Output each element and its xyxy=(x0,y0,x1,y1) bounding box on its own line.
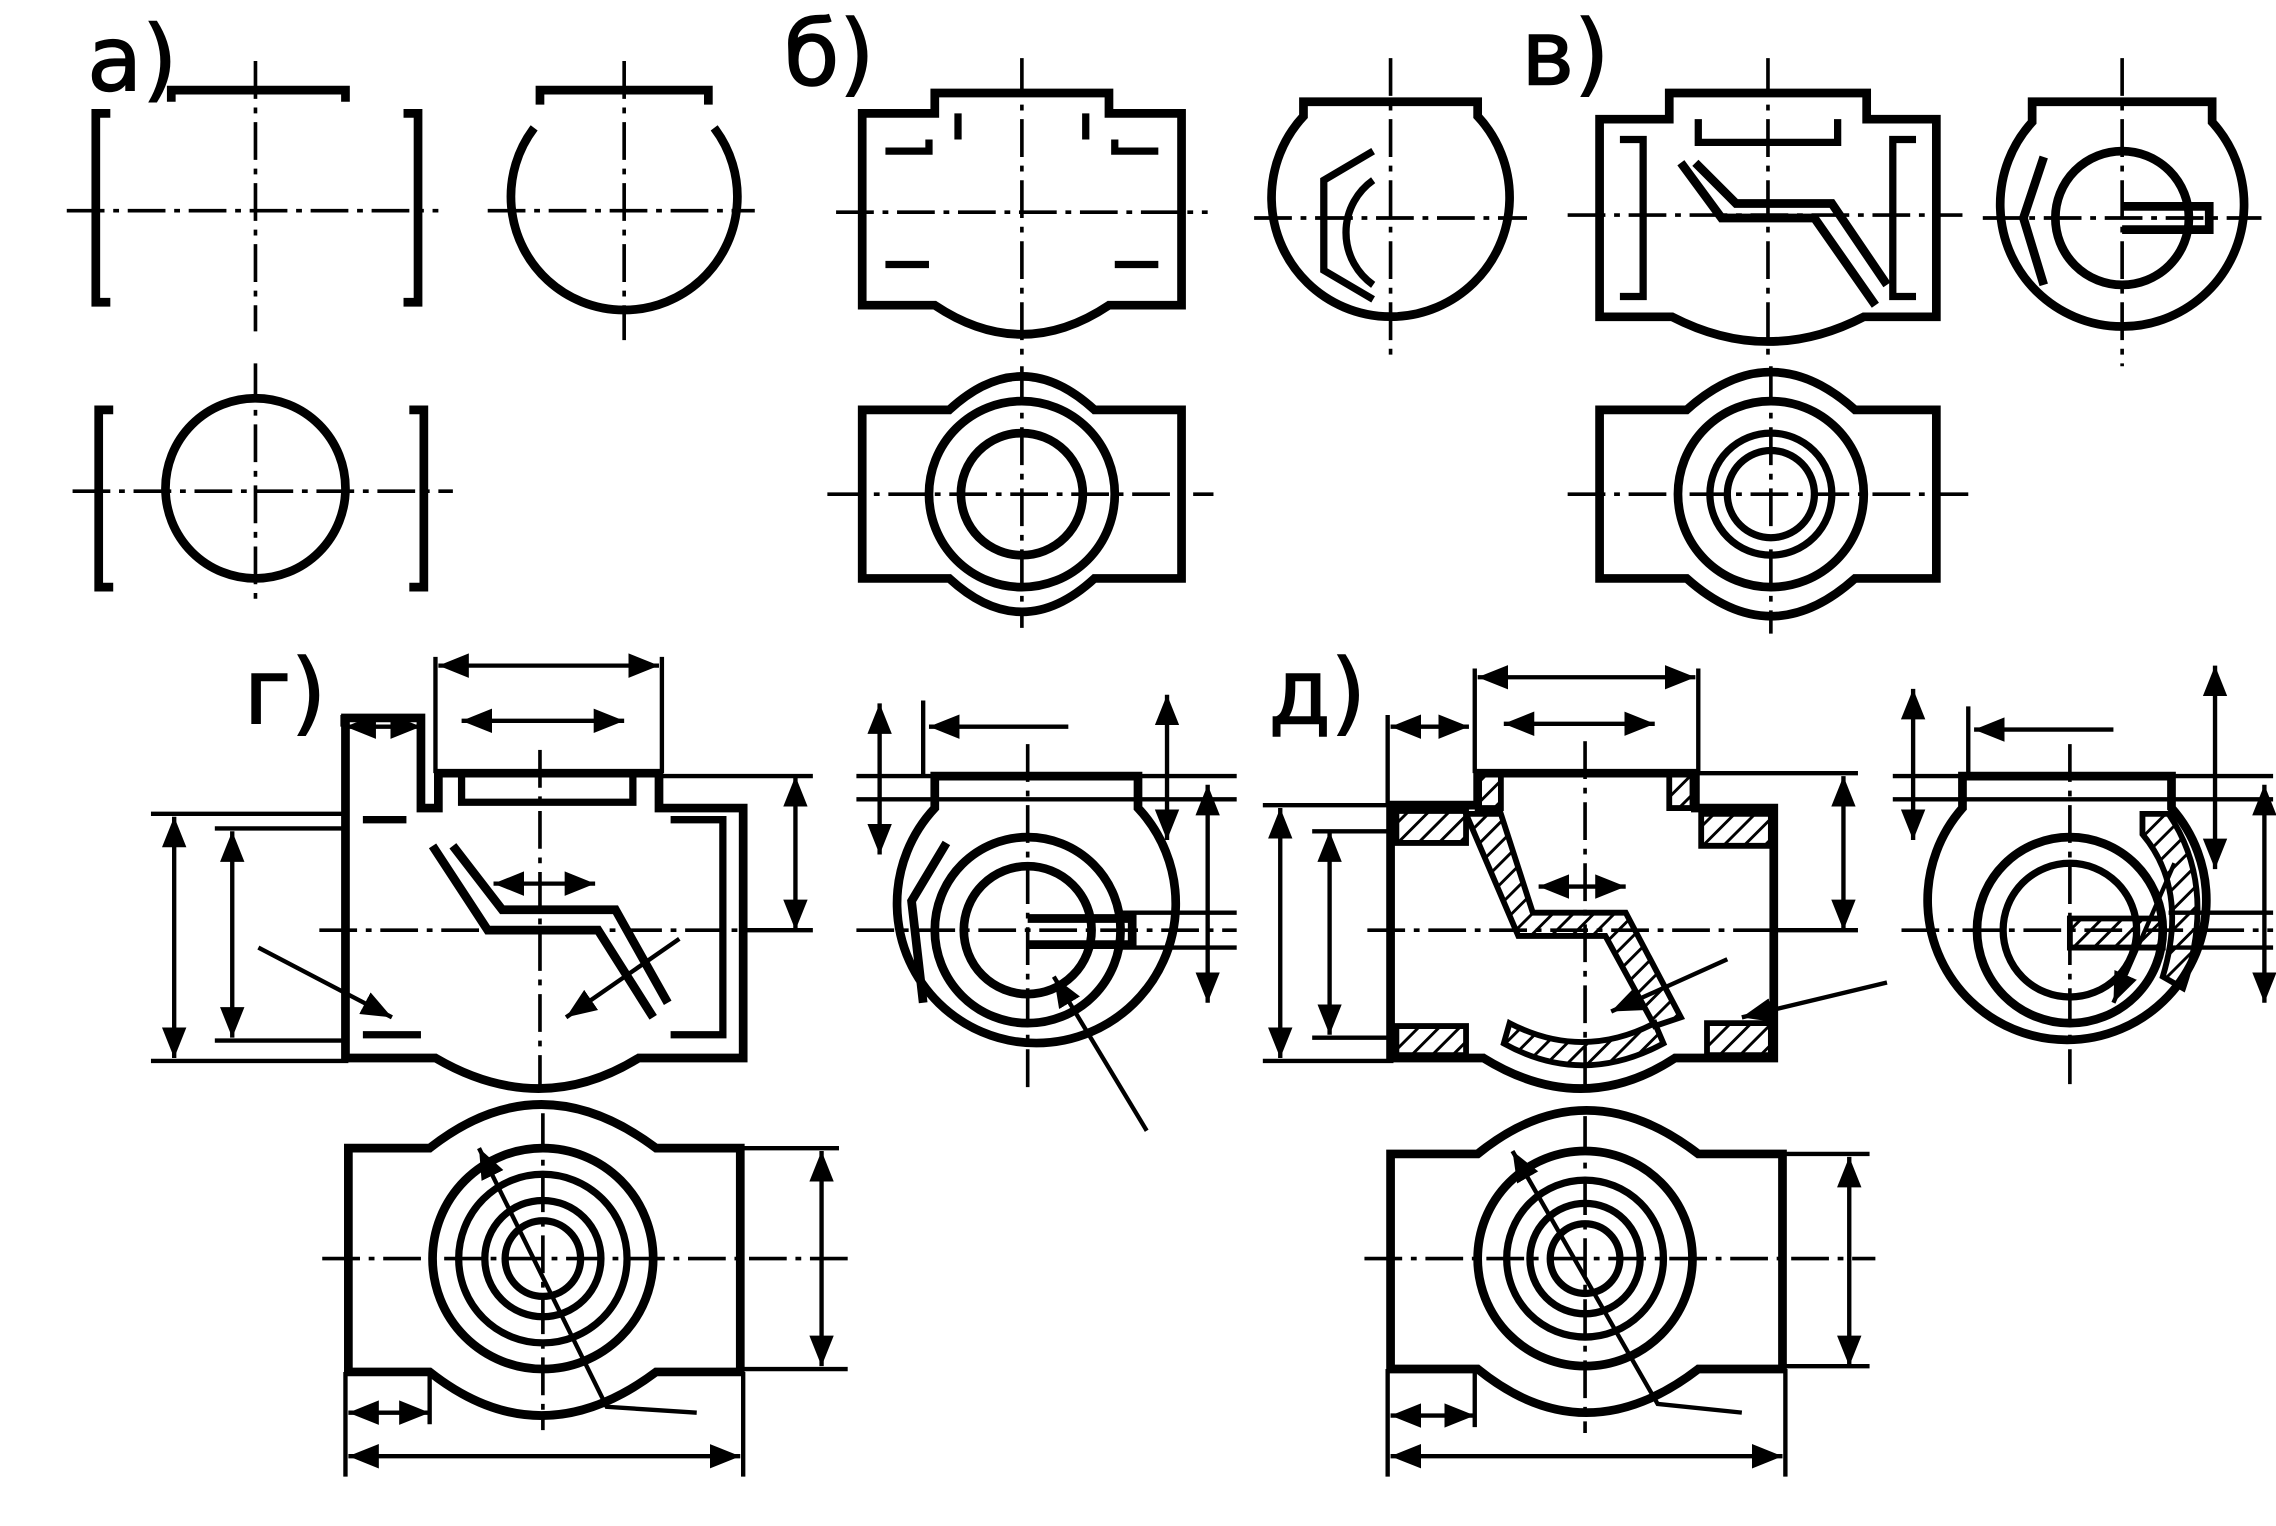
stage-d-extension-lines xyxy=(1262,668,1858,1064)
stage-d-front-flap xyxy=(1461,810,1686,1030)
stage-v-front-body xyxy=(1595,88,1941,346)
stage-a-front-top-bar xyxy=(166,85,350,102)
stage-g-leader-2 xyxy=(564,937,681,1020)
stage-g-side-leader xyxy=(1051,975,1149,1132)
stage-d-side-leader xyxy=(2111,862,2177,1004)
stage-g-label: г) xyxy=(244,641,326,746)
stage-v: в) xyxy=(1520,1,2262,634)
stage-g-extension-lines xyxy=(150,656,813,1064)
stage-b-front-inner xyxy=(885,113,1159,269)
stage-v-top-body xyxy=(1595,367,1941,621)
stage-b-front-body xyxy=(857,88,1186,339)
stage-v-front-flap xyxy=(1677,159,1891,308)
stage-d-label: д) xyxy=(1269,641,1366,746)
stage-b-side-inner xyxy=(1320,148,1376,303)
stage-a-top-bracket-left xyxy=(94,405,114,592)
stage-d-side-dimensions xyxy=(1892,665,2276,1004)
stage-g-top-extension-lines xyxy=(343,1145,848,1477)
stage-g-side-body xyxy=(892,771,1181,1048)
stage-a-label: а) xyxy=(87,7,177,112)
stage-a-front-bracket-right xyxy=(403,109,423,307)
stage-b: б) xyxy=(783,1,1528,628)
stage-a-top-bracket-right xyxy=(409,405,429,592)
stage-g-top-dimensions xyxy=(343,1145,848,1477)
stage-d-front-hatch-top xyxy=(1393,808,1774,849)
stage-g-front-dimensions xyxy=(150,653,813,1064)
stage-v-label: в) xyxy=(1521,1,1609,106)
stage-d-leader-1 xyxy=(1741,980,1888,1023)
stage-a: а) xyxy=(66,6,755,599)
stage-g-top-body xyxy=(344,1100,745,1420)
stage-b-label: б) xyxy=(784,1,875,106)
stage-d-top-body xyxy=(1386,1106,1787,1417)
stage-d-leader-2 xyxy=(1610,957,1729,1014)
stage-d-top-extension-lines xyxy=(1385,1151,1870,1477)
stage-d-front-body xyxy=(1386,768,1779,1093)
stage-g-side-extension-lines xyxy=(856,700,1237,950)
stage-d-top-leader xyxy=(1510,1149,1743,1415)
stage-v-side-hinge xyxy=(2018,155,2214,287)
stage-d-front-dimensions xyxy=(1262,665,1888,1064)
stage-d-side-hatch xyxy=(2139,810,2201,993)
stage-v-side-body xyxy=(1995,97,2249,331)
stage-g-leader-1 xyxy=(257,945,393,1020)
stage-d-top-dimensions xyxy=(1385,1149,1870,1477)
stage-d-side-body xyxy=(1923,771,2211,1045)
stage-g-side-dimensions xyxy=(856,694,1237,1132)
stage-b-side-body xyxy=(1267,97,1514,321)
stage-g-front-ports xyxy=(362,773,727,1039)
stage-g-top-leader xyxy=(477,1147,697,1415)
stage-g-front-body xyxy=(341,713,748,1093)
stage-d-front-cap xyxy=(1474,770,1696,811)
stage-d: д) xyxy=(1262,640,2276,1477)
stage-b-top-body xyxy=(857,372,1186,617)
stage-a-front-bracket-left xyxy=(91,109,111,307)
stage-g: г) xyxy=(150,640,1237,1477)
stage-d-front-hatch-bottom xyxy=(1393,1018,1774,1069)
stage-d-side-extension-lines xyxy=(1892,706,2274,950)
